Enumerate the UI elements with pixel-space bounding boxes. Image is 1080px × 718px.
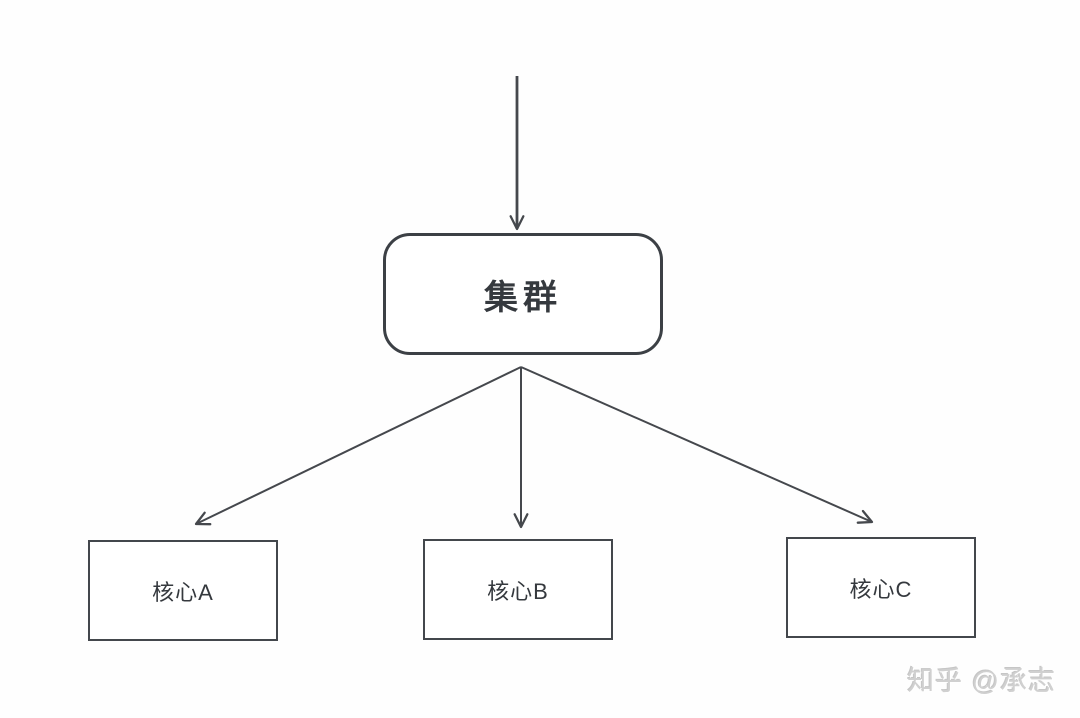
watermark: 知乎 @承志 <box>907 666 1056 696</box>
node-cluster-label: 集群 <box>484 278 562 317</box>
arrow-cluster-to-core-a <box>194 366 522 526</box>
node-core-c: 核心C <box>786 537 976 638</box>
node-core-b-label: 核心B <box>487 578 549 604</box>
node-core-c-label: 核心C <box>849 576 913 602</box>
node-core-a: 核心A <box>88 540 278 641</box>
node-core-a-label: 核心A <box>152 579 214 605</box>
node-cluster: 集群 <box>383 233 663 355</box>
arrow-cluster-to-core-c <box>520 366 874 524</box>
node-core-b: 核心B <box>423 539 613 640</box>
